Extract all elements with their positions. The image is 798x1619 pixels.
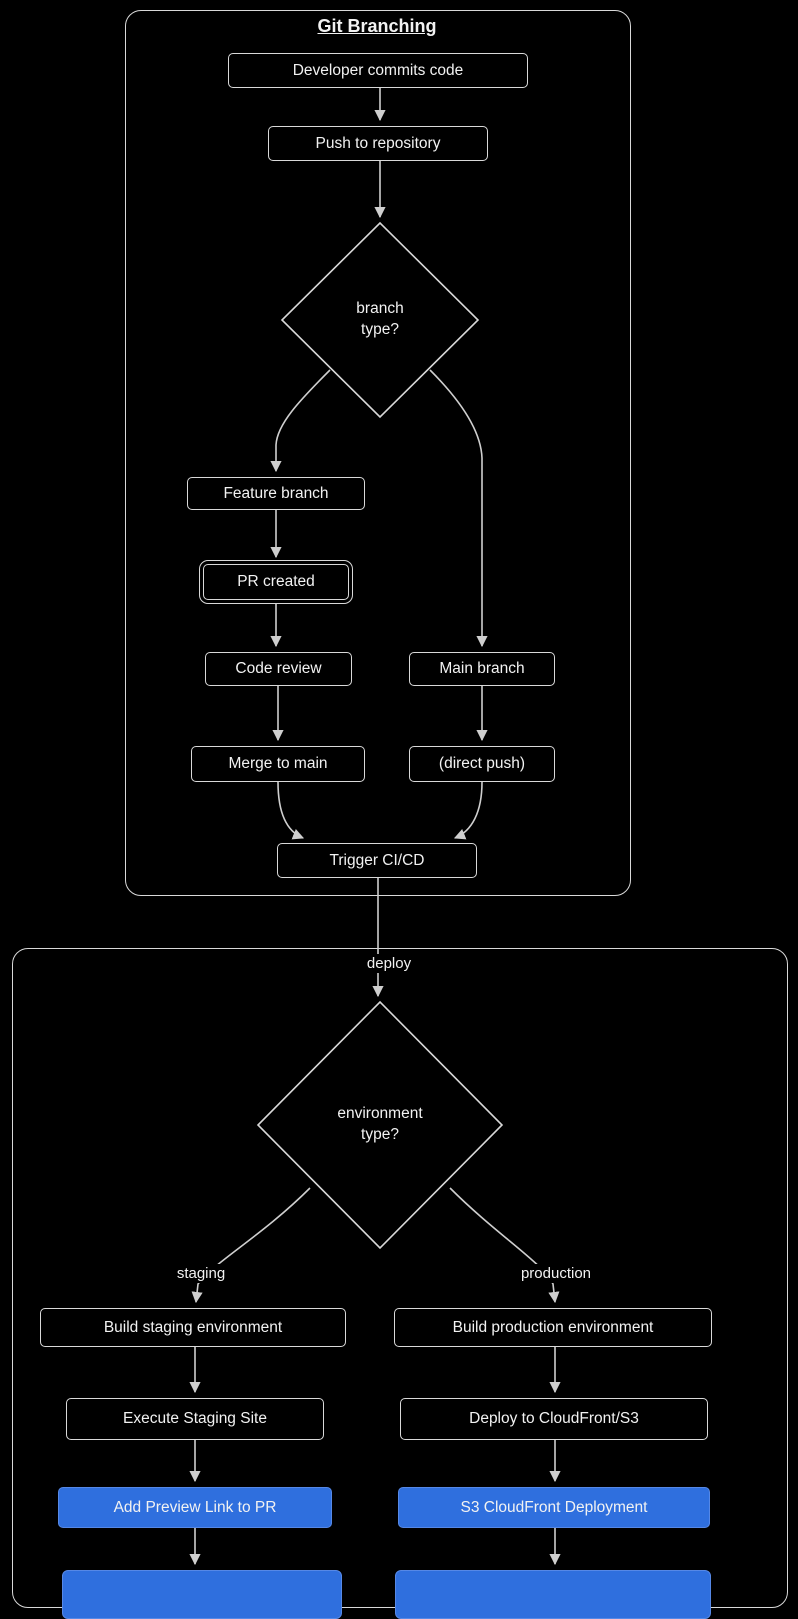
- node-developer-commits: Developer commits code: [228, 53, 528, 88]
- edge-direct-to-trigger: [453, 781, 483, 840]
- node-staging-final-cutoff: [62, 1570, 342, 1619]
- edge-label-production: production: [514, 1264, 598, 1283]
- edge-merge-to-trigger: [277, 781, 305, 840]
- edge-env-to-staging: [191, 1187, 311, 1304]
- node-pr-created: PR created: [199, 560, 353, 604]
- environment-decision-line1: environment: [337, 1105, 423, 1123]
- node-s3-cloudfront-deployment: S3 CloudFront Deployment: [398, 1487, 710, 1528]
- edge-decision-to-main: [429, 369, 488, 648]
- node-feature-branch: Feature branch: [187, 477, 365, 510]
- node-add-preview-link: Add Preview Link to PR: [58, 1487, 332, 1528]
- environment-decision-label: environment type?: [280, 1095, 480, 1155]
- node-direct-push: (direct push): [409, 746, 555, 782]
- node-code-review: Code review: [205, 652, 352, 686]
- branch-decision-line2: type?: [361, 321, 399, 338]
- branch-decision-diamond: [280, 221, 480, 419]
- environment-decision-line2: type?: [361, 1126, 399, 1143]
- node-push-repository: Push to repository: [268, 126, 488, 161]
- node-production-final-cutoff: [395, 1570, 711, 1619]
- edge-env-to-production: [449, 1187, 560, 1304]
- connector-label-deploy: deploy: [360, 954, 418, 973]
- branch-decision-line1: branch: [356, 300, 404, 318]
- node-trigger-cicd: Trigger CI/CD: [277, 843, 477, 878]
- edge-label-staging: staging: [170, 1264, 232, 1283]
- node-build-staging: Build staging environment: [40, 1308, 346, 1347]
- node-main-branch: Main branch: [409, 652, 555, 686]
- edge-decision-to-feature: [270, 369, 331, 473]
- git-section-title: Git Branching: [317, 16, 437, 36]
- node-execute-staging: Execute Staging Site: [66, 1398, 324, 1440]
- environment-decision-diamond: [256, 1000, 504, 1250]
- node-deploy-cloudfront: Deploy to CloudFront/S3: [400, 1398, 708, 1440]
- branch-decision-label: branch type?: [290, 290, 470, 350]
- node-build-production: Build production environment: [394, 1308, 712, 1347]
- node-merge-to-main: Merge to main: [191, 746, 365, 782]
